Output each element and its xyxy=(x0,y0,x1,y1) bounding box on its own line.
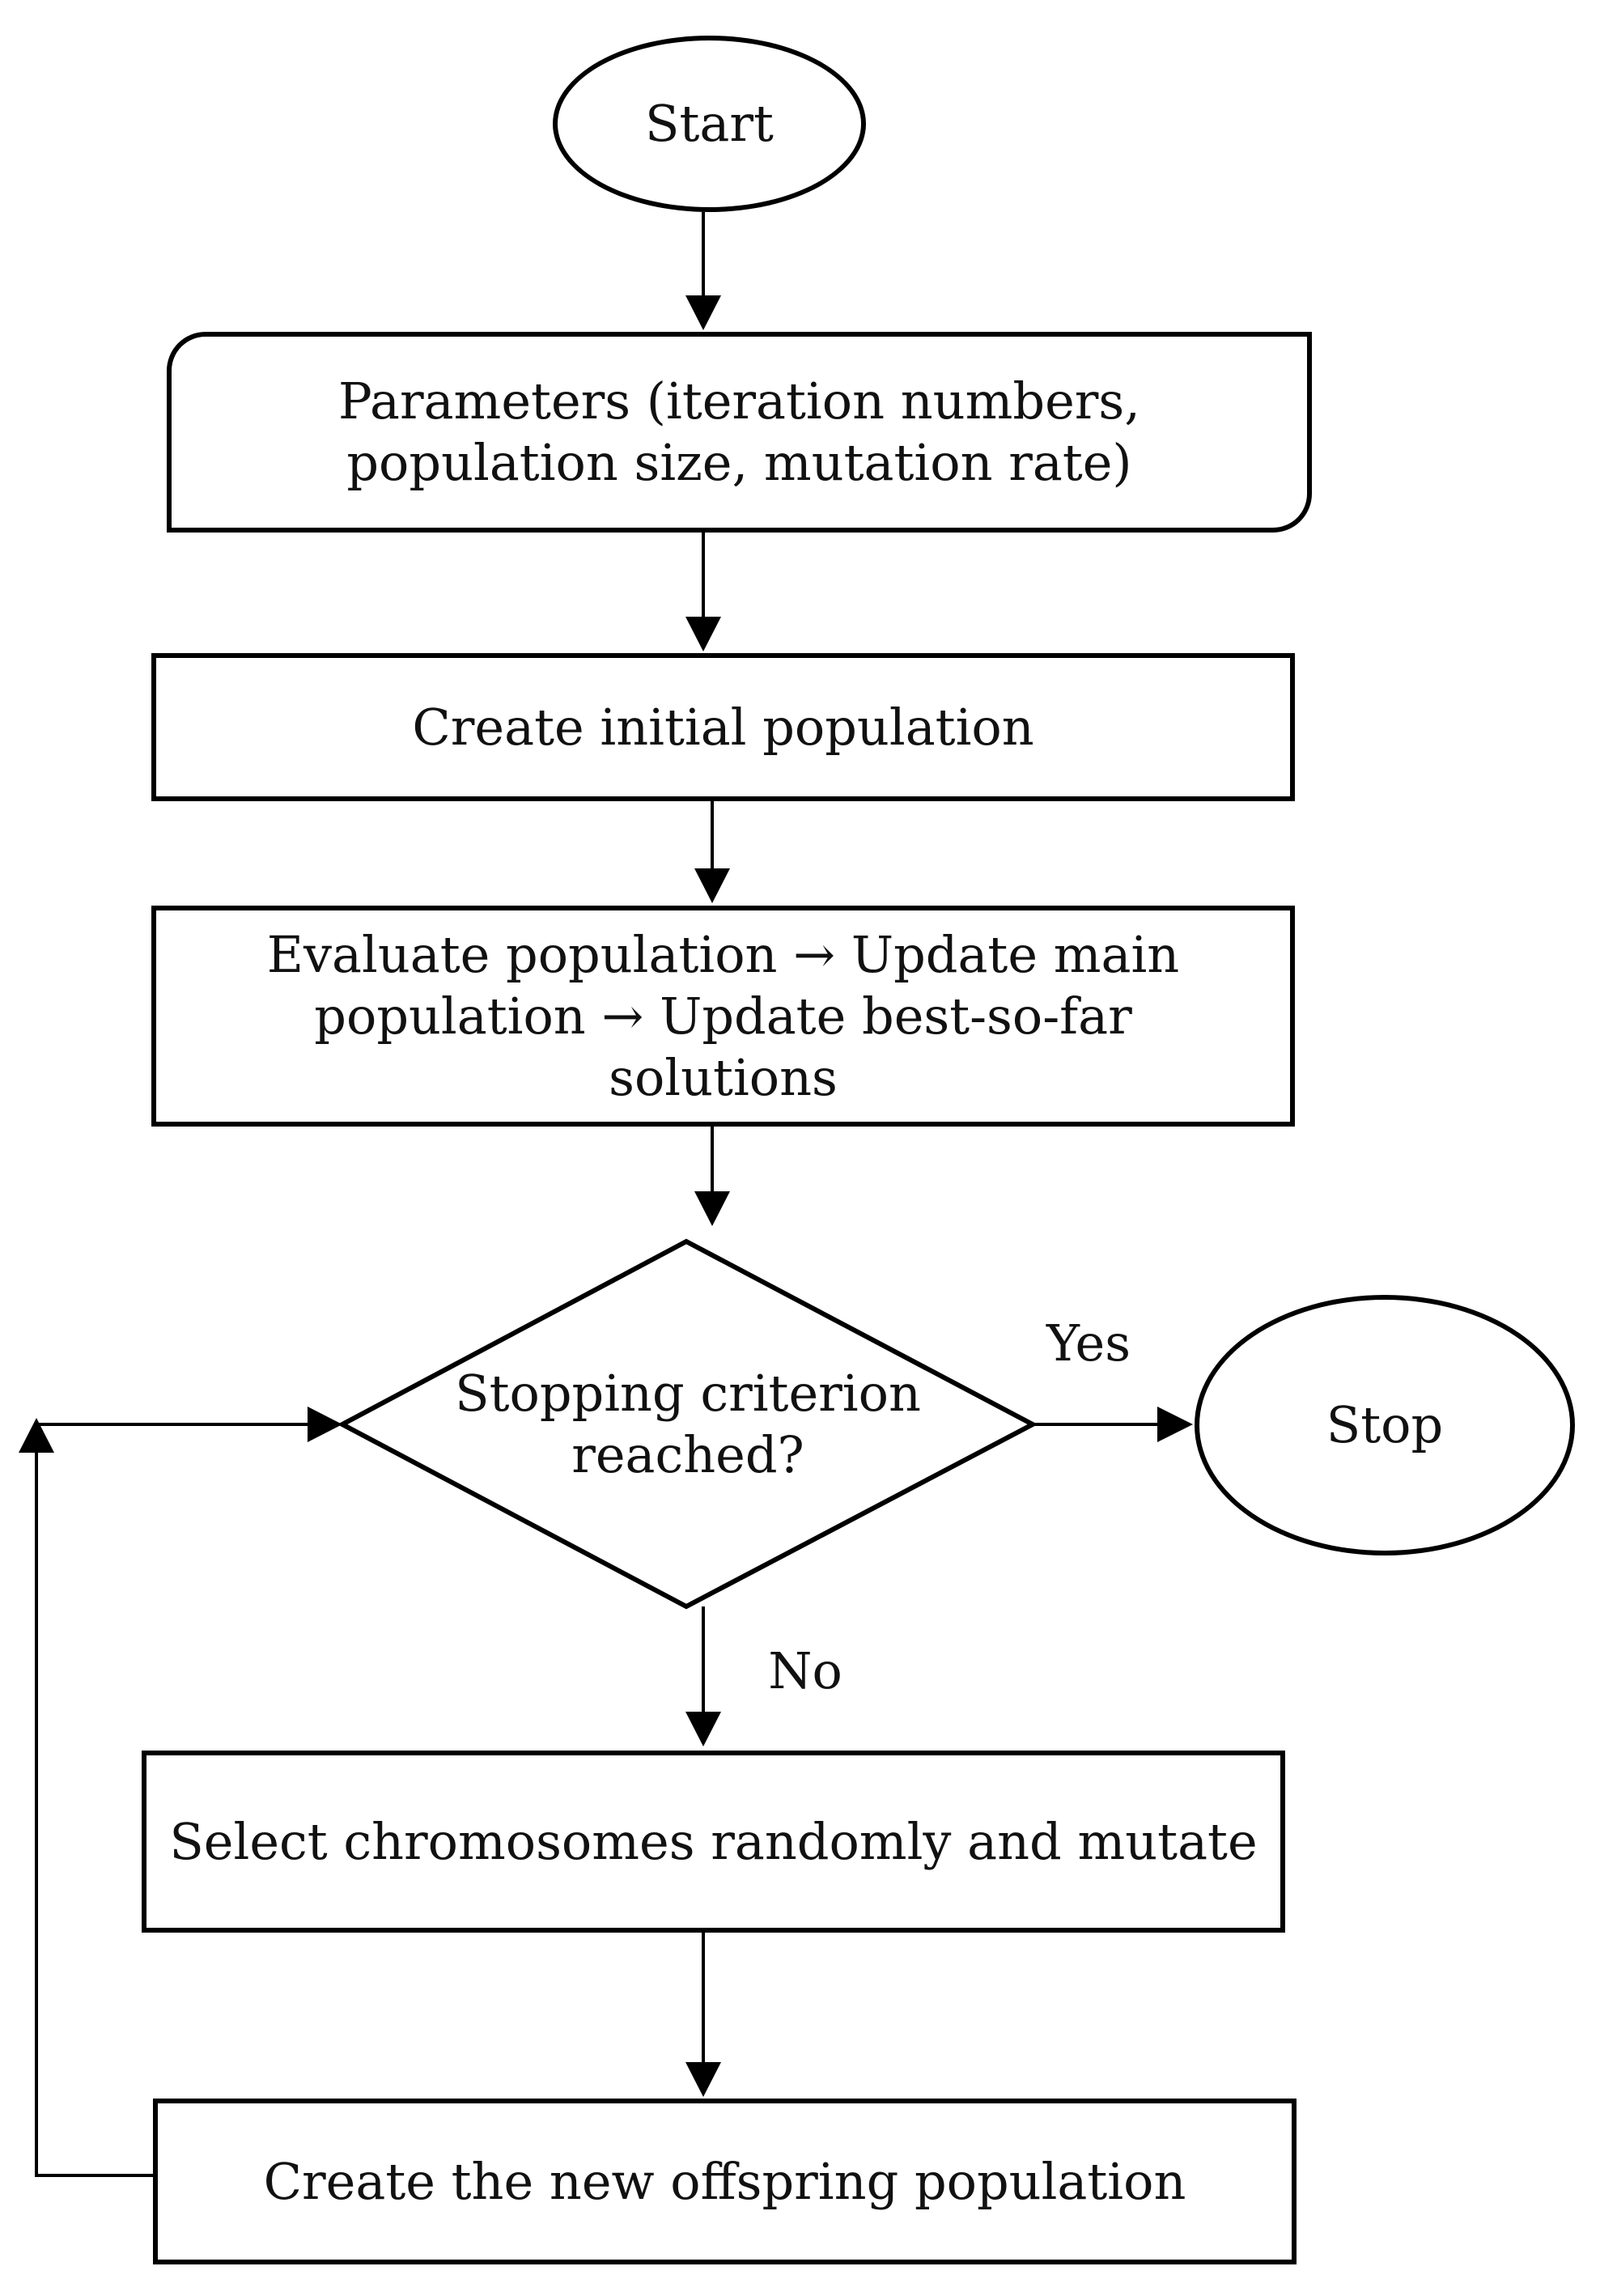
arrowhead xyxy=(308,1407,342,1442)
parameters-box: Parameters (iteration numbers, populatio… xyxy=(167,332,1312,533)
select-mutate-label: Select chromosomes randomly and mutate xyxy=(169,1811,1258,1871)
arrowhead xyxy=(685,617,721,651)
no-edge-label: No xyxy=(753,1639,858,1704)
decision-text: Stopping criterion reached? xyxy=(437,1360,939,1489)
arrowhead xyxy=(19,1418,54,1453)
select-mutate-box: Select chromosomes randomly and mutate xyxy=(142,1751,1285,1933)
arrowhead xyxy=(685,2062,721,2097)
decision-diamond xyxy=(337,1238,1038,1610)
evaluate-population-box: Evaluate population → Update main popula… xyxy=(151,906,1295,1127)
arrowhead xyxy=(694,868,730,903)
stop-terminal: Stop xyxy=(1195,1295,1575,1555)
arrowhead xyxy=(685,295,721,330)
arrowhead xyxy=(1157,1407,1193,1442)
no-label: No xyxy=(768,1641,842,1700)
parameters-label: Parameters (iteration numbers, populatio… xyxy=(338,371,1140,492)
start-terminal: Start xyxy=(553,36,866,212)
arrowhead xyxy=(685,1712,721,1746)
loop-back-connector xyxy=(35,1453,153,2177)
create-offspring-population-box: Create the new offspring population xyxy=(153,2099,1297,2264)
yes-edge-label: Yes xyxy=(1036,1311,1141,1376)
yes-label: Yes xyxy=(1046,1314,1131,1373)
evaluate-population-label: Evaluate population → Update main popula… xyxy=(266,924,1180,1107)
create-initial-population-label: Create initial population xyxy=(412,697,1034,757)
decision-label: Stopping criterion reached? xyxy=(455,1364,921,1484)
arrowhead xyxy=(694,1191,730,1226)
start-label: Start xyxy=(645,94,774,153)
create-offspring-population-label: Create the new offspring population xyxy=(263,2151,1186,2211)
create-initial-population-box: Create initial population xyxy=(151,653,1295,801)
stop-label: Stop xyxy=(1326,1395,1444,1454)
